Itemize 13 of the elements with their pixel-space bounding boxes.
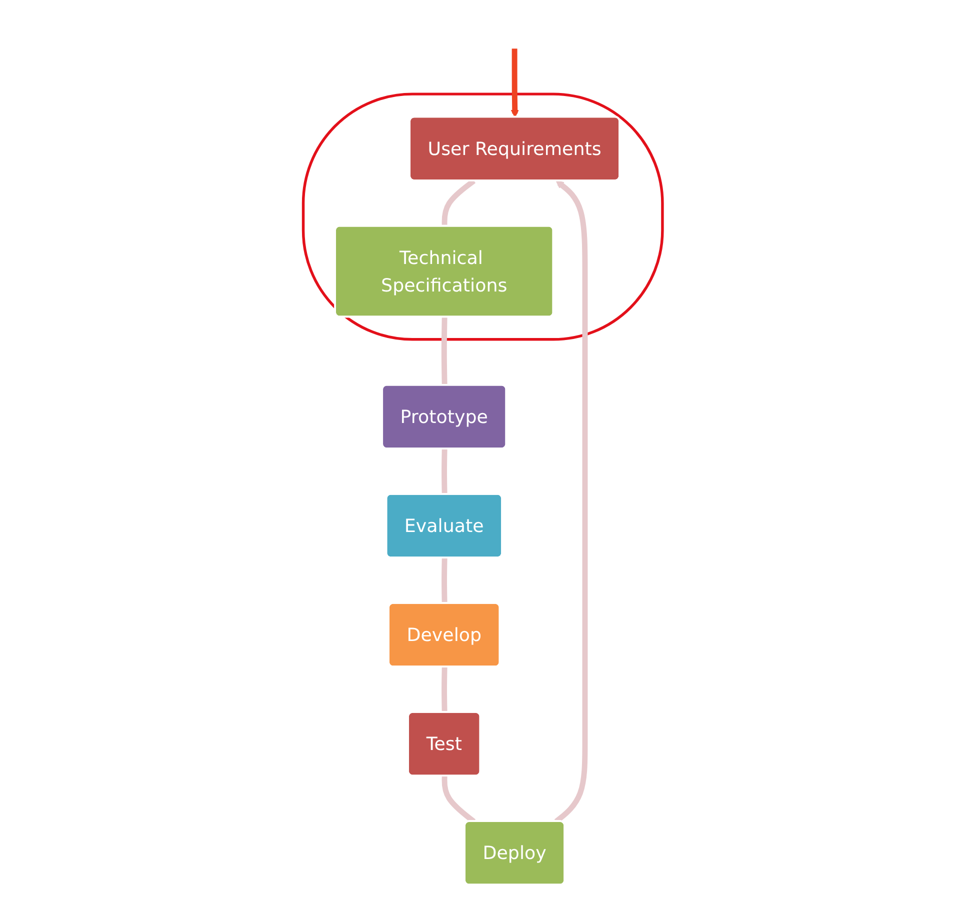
arrow	[510, 48, 518, 118]
connector	[441, 558, 447, 604]
connector	[441, 178, 476, 226]
node-label: Prototype	[400, 406, 488, 428]
node-label: Technical Specifications	[380, 246, 507, 296]
connector	[441, 448, 447, 494]
node-label: Develop	[406, 624, 482, 646]
connector	[441, 317, 447, 386]
node-label: Evaluate	[404, 514, 484, 537]
node-label: User Requirements	[427, 138, 601, 160]
node-label: Test	[426, 732, 462, 755]
node-label: Deploy	[482, 842, 546, 864]
connector	[441, 667, 447, 713]
